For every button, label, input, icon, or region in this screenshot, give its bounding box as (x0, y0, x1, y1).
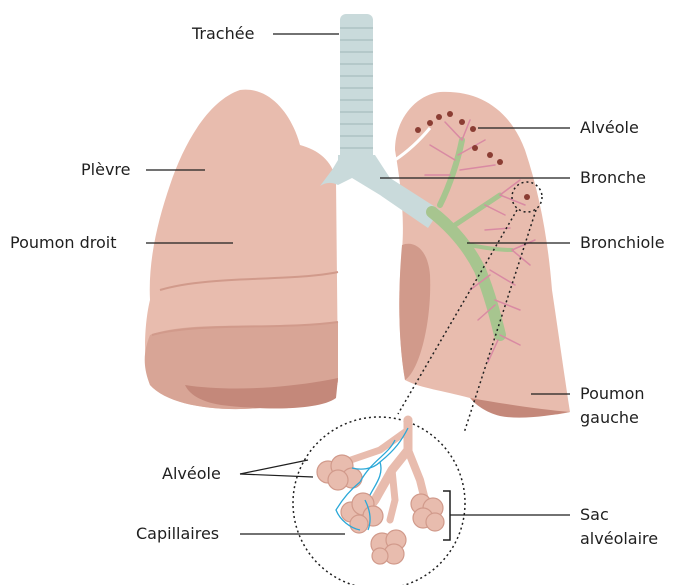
label-sac-2: alvéolaire (580, 529, 658, 549)
label-sac-1: Sac (580, 505, 609, 525)
right-lung (145, 90, 338, 409)
label-capillaries: Capillaires (136, 524, 219, 544)
label-trachea: Trachée (192, 24, 254, 44)
label-alveolus-inset: Alvéole (162, 464, 221, 484)
label-left-lung-2: gauche (580, 408, 639, 428)
label-right-lung: Poumon droit (10, 233, 117, 253)
label-alveolus-top: Alvéole (580, 118, 639, 138)
label-left-lung-1: Poumon (580, 384, 645, 404)
label-bronchus: Bronche (580, 168, 646, 188)
label-pleura: Plèvre (81, 160, 130, 180)
label-bronchiole: Bronchiole (580, 233, 665, 253)
